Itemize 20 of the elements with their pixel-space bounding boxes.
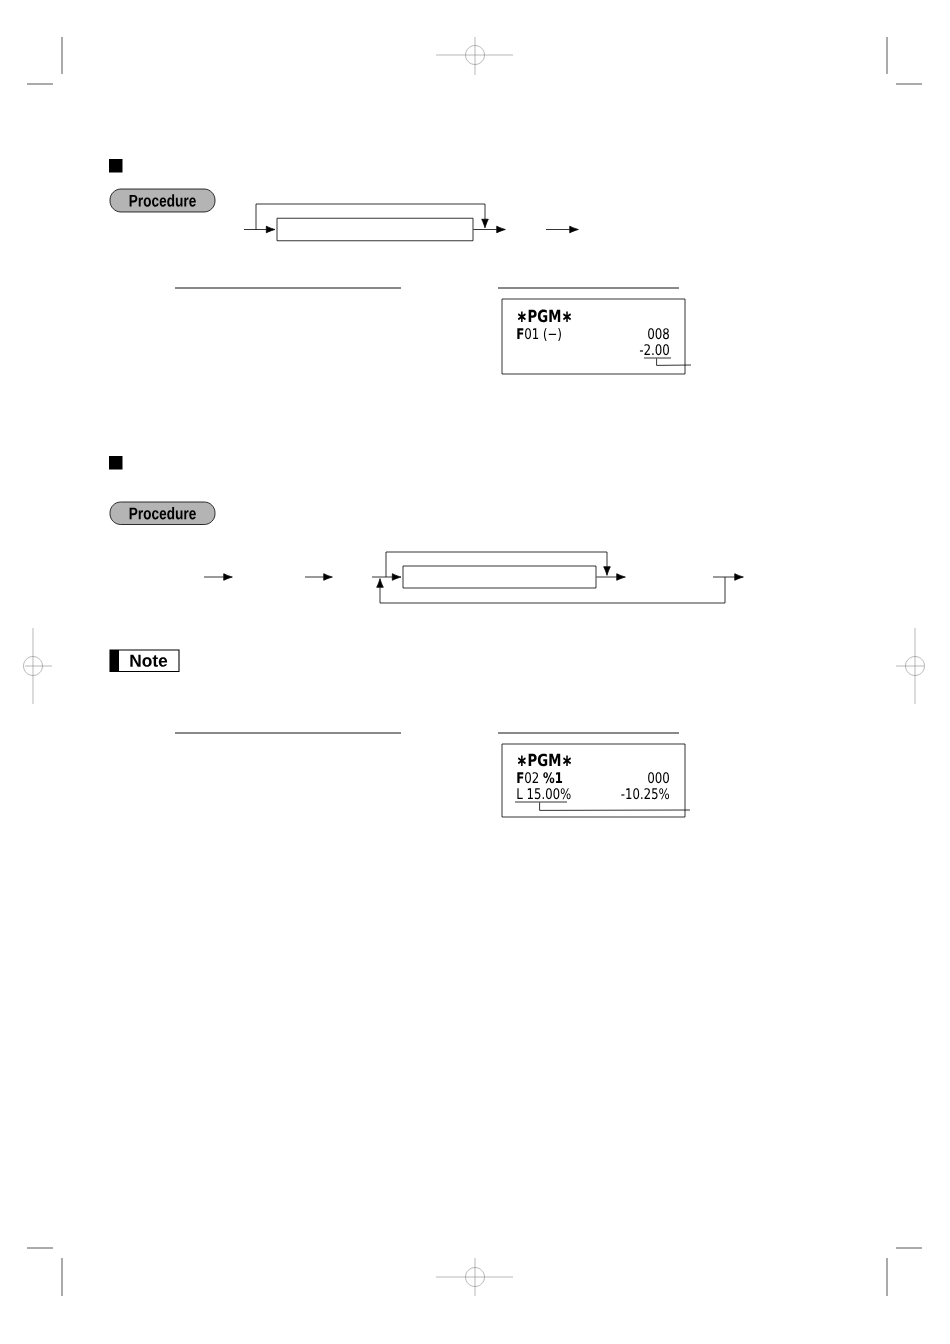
leader-line	[539, 802, 691, 811]
note-badge: Note	[109, 649, 180, 673]
printout-line: ∗PGM∗	[517, 309, 572, 323]
arrow	[596, 573, 626, 581]
procedure-badge: Procedure	[109, 188, 216, 213]
process-box	[402, 565, 597, 589]
arrow	[243, 225, 276, 234]
printout-line: L 15.00%	[517, 788, 571, 800]
printout-line: -2.00	[639, 344, 669, 356]
arrow	[473, 225, 506, 234]
printout-line: ∗PGM∗	[517, 753, 572, 767]
arrow	[371, 573, 402, 581]
printout-line: 008	[648, 328, 669, 340]
printout-line: F01 (−)	[517, 327, 561, 341]
leader-line	[656, 358, 692, 366]
printout-line: 000	[648, 772, 669, 784]
printout-line: F02 %1	[517, 772, 563, 784]
process-box	[276, 217, 474, 242]
printout-line: -10.25%	[621, 788, 670, 800]
procedure-badge: Procedure	[109, 501, 216, 525]
